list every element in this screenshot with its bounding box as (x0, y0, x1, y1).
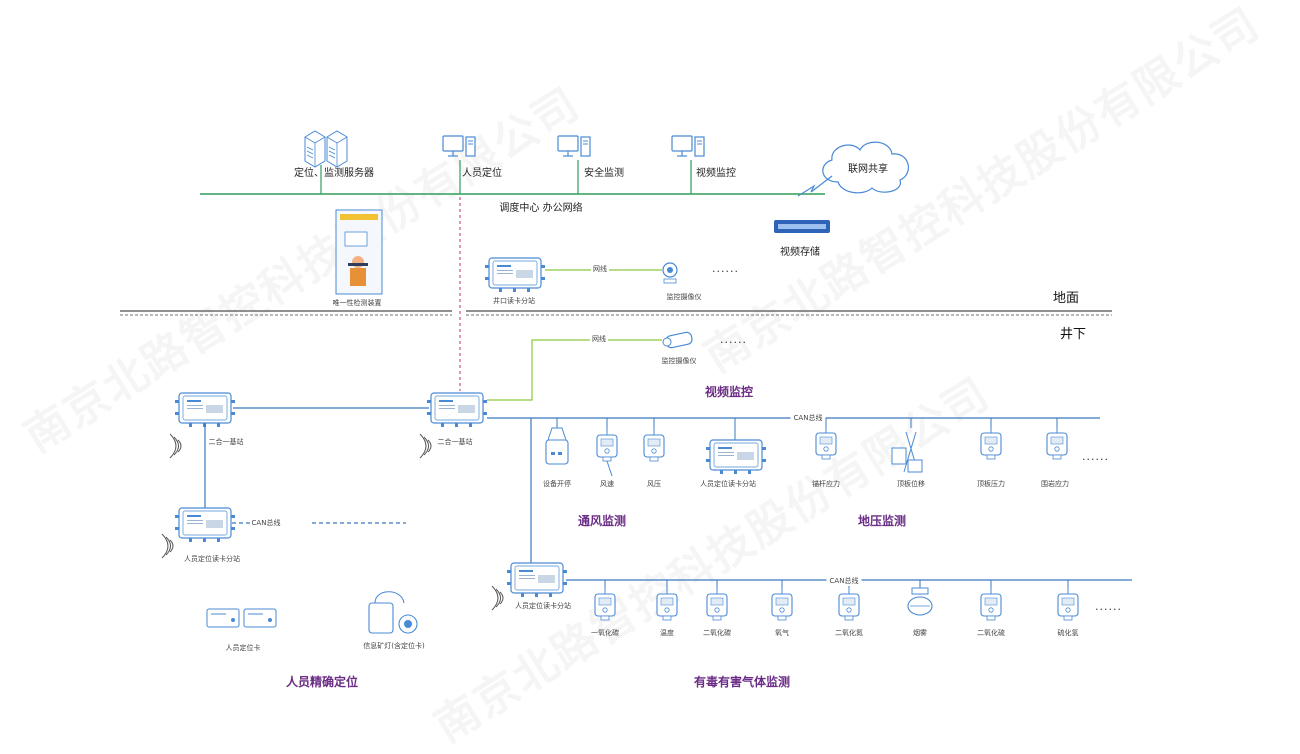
surface-cable-label: 网线 (591, 264, 609, 274)
surface-ellipsis: ...... (712, 262, 739, 275)
underground-cable-line (487, 339, 662, 401)
can-bus-label-1: CAN总线 (790, 413, 826, 423)
co2-sensor-icon (706, 587, 728, 621)
wireless-icon-left-base (169, 433, 182, 459)
roof-pressure-sensor-icon (980, 426, 1002, 460)
gas-device-label-5: 二氧化氮 (835, 629, 863, 637)
card-icon-2 (243, 608, 277, 628)
no2-sensor-icon (838, 587, 860, 621)
underground-zone-label: 井下 (1060, 327, 1087, 342)
roof-displacement-sensor-icon (891, 431, 923, 473)
cap-lamp-icon (368, 591, 418, 634)
reader-bottom-icon (506, 562, 568, 598)
wellhead-station-icon (484, 257, 546, 293)
pressure-device-label-2: 顶板位移 (897, 480, 925, 488)
lightning-link (797, 175, 833, 197)
safety-pc-label: 安全监测 (584, 168, 624, 179)
surface-camera-label: 监控摄像仪 (666, 293, 702, 301)
reader-left-icon (174, 507, 236, 543)
gas-device-label-3: 二氧化碳 (703, 629, 731, 637)
so2-sensor-icon (980, 587, 1002, 621)
pressure-device-label-1: 锚杆应力 (812, 480, 840, 488)
servers-label: 定位、监测服务器 (294, 168, 374, 179)
gas-device-label-7: 二氧化硫 (977, 629, 1005, 637)
can-bus-label-2: CAN总线 (826, 576, 862, 586)
vent-device-label-4: 人员定位读卡分站 (700, 480, 756, 488)
oxygen-sensor-icon (771, 587, 793, 621)
co-sensor-icon (594, 587, 616, 621)
personnel-section-title: 人员精确定位 (285, 675, 359, 689)
pressure-device-label-4: 围岩应力 (1041, 480, 1069, 488)
base-station-center-label: 二合一基站 (437, 438, 473, 446)
gate-label: 唯一性检测装置 (332, 299, 382, 307)
pressure-device-label-3: 顶板压力 (977, 480, 1005, 488)
base-station-left-label: 二合一基站 (208, 438, 244, 446)
vent-device-label-2: 风速 (600, 480, 614, 488)
storage-icon (774, 220, 830, 233)
gate-icon (335, 209, 383, 295)
cloud-icon (822, 141, 909, 194)
can-bus-label-3: CAN总线 (251, 519, 281, 527)
switch-sensor-icon (545, 427, 569, 465)
rock-stress-sensor-icon (1046, 426, 1068, 460)
pressure-section-title: 地压监测 (857, 514, 907, 528)
gas-device-label-2: 温度 (660, 629, 674, 637)
anchor-stress-sensor-icon (815, 426, 837, 460)
wireless-icon-reader-left (161, 533, 174, 559)
personnel-pc-icon (442, 135, 476, 157)
storage-label: 视频存储 (780, 247, 820, 258)
cloud-label: 联网共享 (848, 164, 888, 175)
gas-device-label-1: 一氧化碳 (591, 629, 619, 637)
video-pc-label: 视频监控 (696, 168, 736, 179)
gas-section-title: 有毒有害气体监测 (693, 675, 791, 689)
underground-camera-label: 监控摄像仪 (661, 357, 697, 365)
wind-speed-sensor-icon (596, 428, 618, 462)
server-icon-2 (326, 130, 348, 168)
surface-camera-icon (662, 262, 678, 284)
card-icon-1 (206, 608, 240, 628)
personnel-pc-label: 人员定位 (462, 168, 502, 179)
reader-bottom-label: 人员定位读卡分站 (515, 602, 571, 610)
video-pc-icon (671, 135, 705, 157)
gas-device-label-8: 硫化氢 (1057, 629, 1079, 637)
smoke-sensor-icon (907, 587, 933, 616)
diagram-canvas (120, 130, 1132, 634)
system-diagram: 南京北路智控科技股份有限公司 南京北路智控科技股份有限公司 南京北路智控科技股份… (16, 0, 1269, 753)
gas-device-label-6: 烟雾 (913, 629, 927, 637)
underground-cable-label: 网线 (590, 334, 608, 344)
network-label: 调度中心 办公网络 (499, 203, 583, 214)
h2s-sensor-icon (1057, 587, 1079, 621)
wind-pressure-sensor-icon (643, 428, 665, 462)
vent-device-label-3: 风压 (647, 480, 661, 488)
gas-device-label-4: 氧气 (775, 629, 789, 637)
vent-section-title: 通风监测 (577, 514, 627, 528)
wireless-icon-reader-bottom (491, 585, 504, 611)
temperature-sensor-icon (656, 587, 678, 621)
wellhead-label: 井口读卡分站 (493, 297, 535, 305)
lamp-label: 信息矿灯(含定位卡) (363, 642, 425, 650)
vent-device-label-1: 设备开停 (543, 480, 571, 488)
gas-ellipsis: ...... (1095, 600, 1122, 613)
vent-reader-icon (705, 439, 767, 475)
underground-camera-icon (662, 331, 693, 349)
underground-camera-ellipsis: ...... (720, 333, 747, 346)
base-station-center-icon (426, 392, 488, 428)
pressure-ellipsis: ...... (1082, 450, 1109, 463)
wireless-icon-center-base (419, 433, 432, 459)
reader-left-label: 人员定位读卡分站 (184, 555, 240, 563)
card-label: 人员定位卡 (225, 644, 261, 652)
surface-zone-label: 地面 (1053, 291, 1080, 306)
video-section-title: 视频监控 (704, 385, 754, 399)
safety-pc-icon (557, 135, 591, 157)
base-station-left-icon (174, 392, 236, 428)
server-icon-1 (304, 130, 326, 168)
